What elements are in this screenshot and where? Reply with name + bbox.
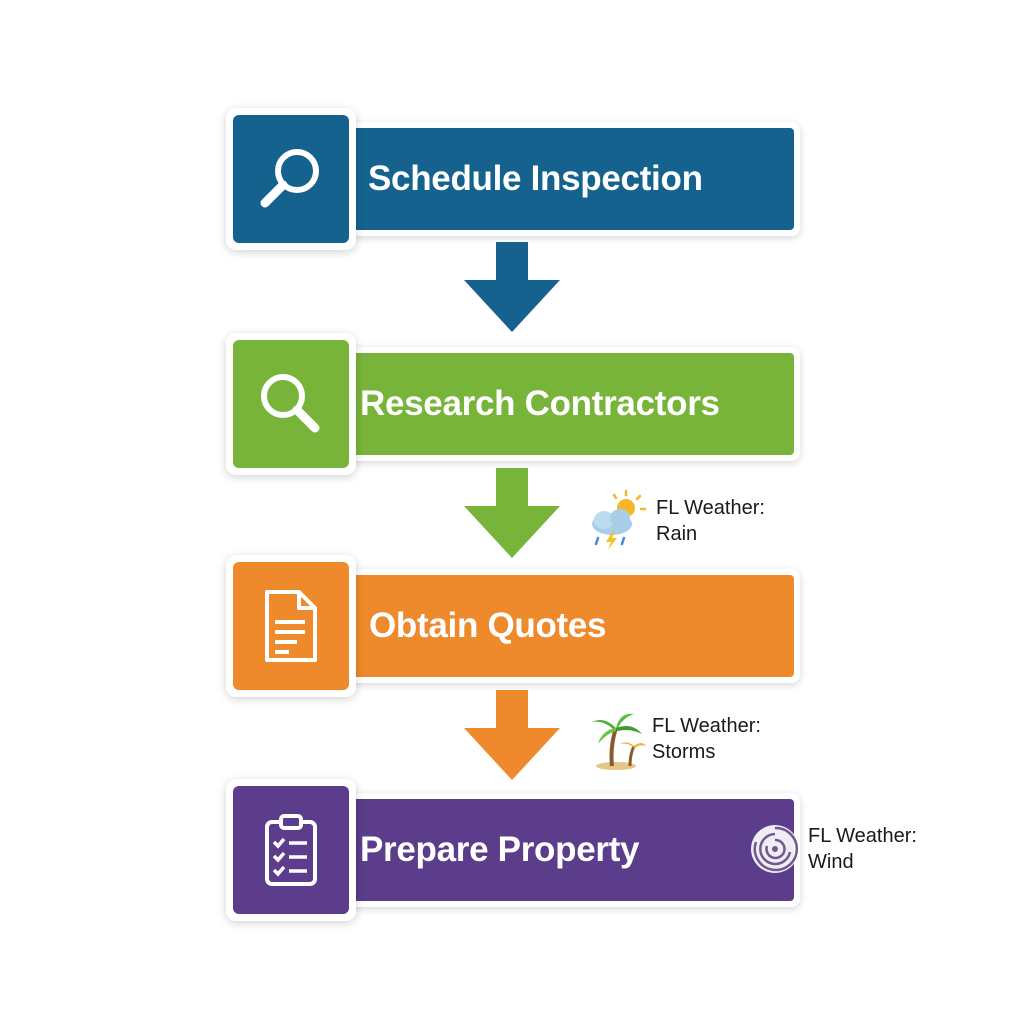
step-obtain-quotes: Obtain Quotes	[226, 555, 800, 697]
arrow-down-icon	[464, 242, 560, 332]
clipboard-checklist-icon	[265, 814, 317, 886]
step-bar	[336, 122, 800, 236]
step-bar	[336, 347, 800, 461]
magnifier-icon	[260, 149, 319, 208]
step-bar	[336, 569, 800, 683]
step-label: Schedule Inspection	[368, 159, 703, 198]
step-schedule-inspection: Schedule Inspection	[226, 108, 800, 250]
weather-title: FL Weather:	[656, 497, 765, 519]
palm-tree-icon	[592, 713, 646, 770]
weather-title: FL Weather:	[652, 715, 761, 737]
weather-title: FL Weather:	[808, 825, 917, 847]
hurricane-icon	[751, 825, 799, 873]
arrow-down-icon	[464, 690, 560, 780]
step-label: Obtain Quotes	[369, 606, 607, 645]
weather-condition: Storms	[652, 741, 716, 763]
weather-text: FL Weather: Wind	[808, 823, 917, 875]
step-icon-tile	[226, 108, 356, 250]
step-research-contractors: Research Contractors	[226, 333, 800, 475]
weather-text: FL Weather: Storms	[652, 713, 761, 765]
magnifier-icon	[261, 374, 320, 433]
weather-condition: Wind	[808, 851, 854, 873]
weather-note-storms: FL Weather: Storms	[590, 708, 761, 770]
step-label: Prepare Property	[360, 830, 640, 869]
weather-note-rain: FL Weather: Rain	[584, 488, 765, 554]
weather-text: FL Weather: Rain	[656, 495, 765, 547]
arrow-down-icon	[464, 468, 560, 558]
step-prepare-property: Prepare Property	[226, 779, 800, 921]
step-icon-tile	[226, 779, 356, 921]
step-label: Research Contractors	[360, 384, 720, 423]
document-icon	[265, 590, 317, 662]
weather-note-wind: FL Weather: Wind	[748, 822, 917, 876]
rain-cloud-sun-icon	[592, 489, 647, 550]
step-bar	[336, 793, 800, 907]
step-icon-tile	[226, 333, 356, 475]
step-icon-tile	[226, 555, 356, 697]
weather-condition: Rain	[656, 523, 698, 545]
